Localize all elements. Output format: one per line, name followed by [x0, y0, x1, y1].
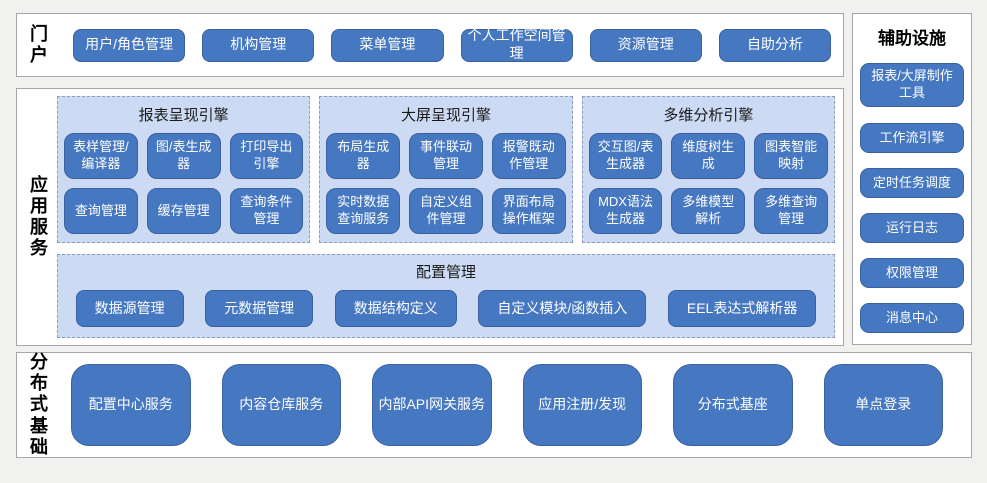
- config-management-box: 配置管理 数据源管理 元数据管理 数据结构定义 自定义模块/函数插入 EEL表达…: [57, 254, 835, 338]
- config-button-datasource[interactable]: 数据源管理: [75, 290, 184, 327]
- engine-button[interactable]: 交互图/表生成器: [588, 133, 663, 179]
- aux-button-runlog[interactable]: 运行日志: [860, 213, 964, 243]
- engine-button[interactable]: MDX语法生成器: [588, 188, 663, 234]
- report-engine-title: 报表呈现引擎: [138, 107, 229, 124]
- engine-button[interactable]: 多维模型解析: [671, 188, 746, 234]
- olap-engine-title: 多维分析引擎: [663, 107, 754, 124]
- engine-button[interactable]: 多维查询管理: [754, 188, 828, 234]
- portal-button-menu[interactable]: 菜单管理: [331, 28, 444, 62]
- portal-button-workspace[interactable]: 个人工作空间管理: [460, 27, 573, 62]
- aux-button-report-tool[interactable]: 报表/大屏制作工具: [860, 63, 964, 107]
- portal-button-resource[interactable]: 资源管理: [589, 28, 702, 62]
- infra-button-sso[interactable]: 单点登录: [823, 364, 943, 446]
- infra-button-api-gateway[interactable]: 内部API网关服务: [372, 364, 492, 446]
- engine-button[interactable]: 缓存管理: [146, 188, 221, 234]
- bigscreen-engine-title: 大屏呈现引擎: [400, 107, 491, 124]
- infra-button-content-repo[interactable]: 内容仓库服务: [221, 364, 341, 446]
- portal-section: 门户 用户/角色管理 机构管理 菜单管理 个人工作空间管理 资源管理 自助分析: [16, 13, 844, 77]
- portal-button-org[interactable]: 机构管理: [202, 28, 315, 62]
- aux-button-permission[interactable]: 权限管理: [860, 258, 964, 288]
- olap-engine-box: 多维分析引擎 交互图/表生成器 维度树生成 图表智能映射 MDX语法生成器 多维…: [581, 96, 835, 243]
- engine-button[interactable]: 图表智能映射: [754, 133, 828, 179]
- engine-button[interactable]: 实时数据查询服务: [326, 188, 401, 234]
- infra-button-config-center[interactable]: 配置中心服务: [71, 364, 191, 446]
- config-management-title: 配置管理: [415, 264, 476, 281]
- auxiliary-facilities-title: 辅助设施: [878, 29, 946, 48]
- portal-section-label: 门户: [30, 23, 48, 65]
- olap-engine-grid: 交互图/表生成器 维度树生成 图表智能映射 MDX语法生成器 多维模型解析 多维…: [588, 133, 828, 234]
- aux-button-message-center[interactable]: 消息中心: [860, 303, 964, 333]
- aux-button-workflow[interactable]: 工作流引擎: [860, 123, 964, 153]
- bigscreen-engine-box: 大屏呈现引擎 布局生成器 事件联动管理 报警既动作管理 实时数据查询服务 自定义…: [319, 96, 573, 243]
- portal-button-user-role[interactable]: 用户/角色管理: [73, 28, 186, 62]
- app-services-content: 报表呈现引擎 表样管理/编译器 图/表生成器 打印导出引擎 查询管理 缓存管理 …: [57, 96, 835, 338]
- portal-button-selfservice[interactable]: 自助分析: [718, 28, 832, 62]
- engine-button[interactable]: 维度树生成: [671, 133, 746, 179]
- distributed-foundation-label: 分布式基础: [30, 351, 48, 457]
- bigscreen-engine-grid: 布局生成器 事件联动管理 报警既动作管理 实时数据查询服务 自定义组件管理 界面…: [326, 133, 566, 234]
- engine-row: 报表呈现引擎 表样管理/编译器 图/表生成器 打印导出引擎 查询管理 缓存管理 …: [57, 96, 835, 243]
- engine-button[interactable]: 报警既动作管理: [491, 133, 566, 179]
- infra-button-row: 配置中心服务 内容仓库服务 内部API网关服务 应用注册/发现 分布式基座 单点…: [71, 364, 943, 446]
- config-button-eel-parser[interactable]: EEL表达式解析器: [667, 290, 817, 327]
- report-engine-grid: 表样管理/编译器 图/表生成器 打印导出引擎 查询管理 缓存管理 查询条件管理: [64, 133, 304, 234]
- infra-button-app-registry[interactable]: 应用注册/发现: [522, 364, 642, 446]
- engine-button[interactable]: 表样管理/编译器: [64, 133, 138, 179]
- engine-button[interactable]: 布局生成器: [326, 133, 401, 179]
- report-engine-box: 报表呈现引擎 表样管理/编译器 图/表生成器 打印导出引擎 查询管理 缓存管理 …: [57, 96, 311, 243]
- config-button-metadata[interactable]: 元数据管理: [205, 290, 314, 327]
- engine-button[interactable]: 界面布局操作框架: [491, 188, 566, 234]
- portal-button-row: 用户/角色管理 机构管理 菜单管理 个人工作空间管理 资源管理 自助分析: [73, 27, 832, 62]
- engine-button[interactable]: 事件联动管理: [409, 133, 483, 179]
- app-services-section: 应用服务 报表呈现引擎 表样管理/编译器 图/表生成器 打印导出引擎 查询管理 …: [16, 88, 844, 346]
- config-button-custom-module[interactable]: 自定义模块/函数插入: [478, 290, 647, 327]
- config-button-structure[interactable]: 数据结构定义: [334, 290, 457, 327]
- app-services-section-label: 应用服务: [30, 174, 48, 259]
- engine-button[interactable]: 查询管理: [64, 188, 138, 234]
- infra-button-distributed-base[interactable]: 分布式基座: [673, 364, 793, 446]
- distributed-foundation-section: 分布式基础 配置中心服务 内容仓库服务 内部API网关服务 应用注册/发现 分布…: [16, 352, 972, 458]
- engine-button[interactable]: 查询条件管理: [229, 188, 304, 234]
- engine-button[interactable]: 自定义组件管理: [409, 188, 483, 234]
- engine-button[interactable]: 打印导出引擎: [229, 133, 304, 179]
- engine-button[interactable]: 图/表生成器: [146, 133, 221, 179]
- auxiliary-facilities-section: 辅助设施 报表/大屏制作工具 工作流引擎 定时任务调度 运行日志 权限管理 消息…: [852, 13, 972, 345]
- config-button-row: 数据源管理 元数据管理 数据结构定义 自定义模块/函数插入 EEL表达式解析器: [68, 290, 824, 327]
- aux-button-scheduler[interactable]: 定时任务调度: [860, 168, 964, 198]
